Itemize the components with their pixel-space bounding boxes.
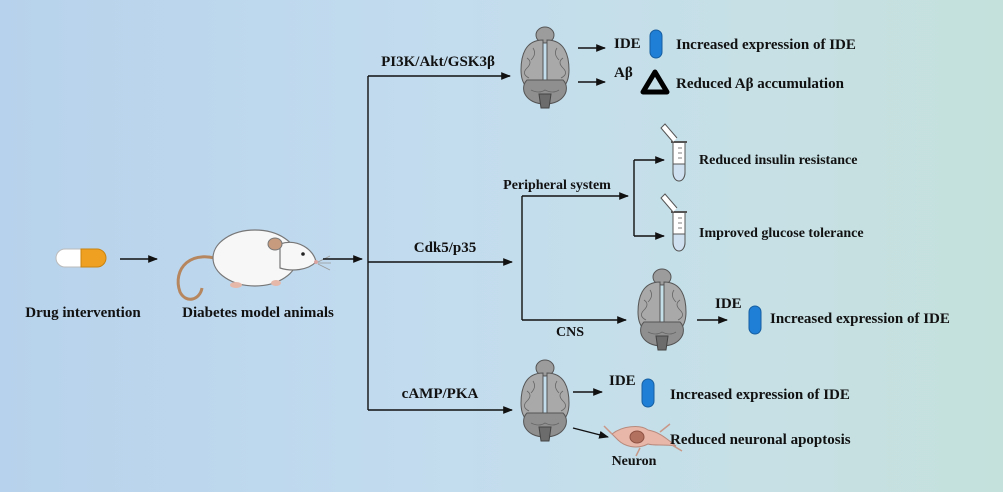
cns-label: CNS [556, 325, 584, 340]
test-tube-icon [660, 193, 688, 252]
ide-capsule-icon [748, 305, 762, 335]
triangle-icon [640, 69, 670, 95]
abeta-marker: Aβ [614, 65, 633, 81]
camp-outcome-ide-label: Increased expression of IDE [670, 387, 850, 403]
brain-icon [520, 26, 570, 109]
pathway-pi3k-label: PI3K/Akt/GSK3β [381, 54, 495, 70]
ide-marker: IDE [715, 296, 742, 312]
capsule-icon [55, 248, 107, 268]
ide-capsule-icon [649, 29, 663, 59]
drug-intervention-label: Drug intervention [25, 305, 141, 321]
peripheral-system-label: Peripheral system [503, 178, 611, 193]
brain-icon [520, 359, 570, 442]
ide-capsule-icon [641, 378, 655, 408]
brain-icon [637, 268, 687, 351]
diabetes-model-animals-label: Diabetes model animals [182, 305, 334, 321]
neuronal-apoptosis-label: Reduced neuronal apoptosis [670, 432, 851, 448]
cns-outcome-ide-label: Increased expression of IDE [770, 311, 950, 327]
pi3k-outcome-abeta-label: Reduced Aβ accumulation [676, 76, 845, 92]
pathway-cdk5-label: Cdk5/p35 [414, 240, 477, 256]
rat-icon [176, 229, 331, 301]
pathway-camp-label: cAMP/PKA [402, 386, 479, 402]
glucose-tolerance-label: Improved glucose tolerance [699, 226, 864, 241]
ide-marker: IDE [614, 36, 641, 52]
arrow-camp-neuron [572, 427, 609, 439]
neuron-icon [603, 423, 683, 457]
insulin-resistance-label: Reduced insulin resistance [699, 153, 857, 168]
pi3k-outcome-ide-label: Increased expression of IDE [676, 37, 856, 53]
test-tube-icon [660, 123, 688, 182]
ide-marker: IDE [609, 373, 636, 389]
neuron-label: Neuron [612, 454, 657, 469]
